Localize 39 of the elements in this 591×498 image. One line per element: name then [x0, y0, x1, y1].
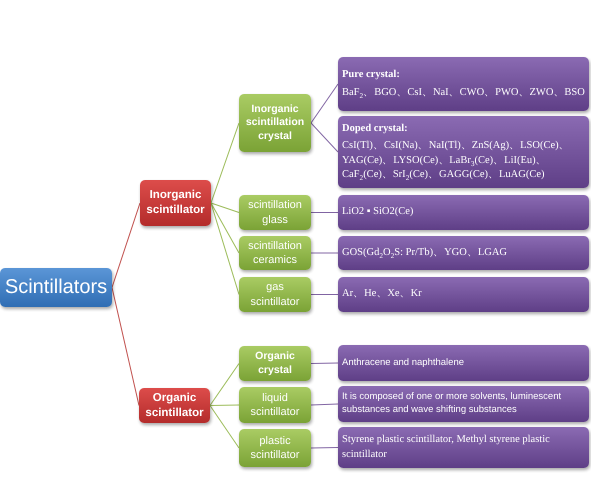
box-heading: Pure crystal: — [342, 68, 400, 82]
subcategory-box: gas scintillator — [239, 277, 311, 312]
connector-line — [210, 202, 240, 213]
connector-line — [210, 202, 240, 295]
connector-line — [112, 202, 140, 288]
description-box: GOS(Gd$_{2}$O$_{2}$S: Pr/Tb)、YGO、LGAG — [338, 236, 589, 270]
connector-line — [112, 287, 140, 406]
subcategory-box: scintillation ceramics — [239, 236, 311, 270]
connector-line — [210, 405, 240, 448]
subcategory-box: Organic crystal — [239, 346, 311, 381]
category-box: Organic scintillator — [139, 388, 210, 423]
subcategory-box: Inorganic scintillation crystal — [239, 94, 311, 152]
box-heading: Doped crystal: — [342, 122, 408, 136]
description-box: Styrene plastic scintillator, Methyl styrene plastic scintillator — [338, 427, 589, 468]
description-box: LiO2 ▪ SiO2(Ce) — [338, 195, 589, 230]
connector-line — [210, 404, 240, 406]
description-text: BaF$_{2}$、BGO、CsI、NaI、CWO、PWO、ZWO、BSO — [342, 86, 585, 100]
subcategory-box: liquid scintillator — [239, 387, 311, 423]
connector-line — [310, 294, 338, 295]
connector-line — [310, 362, 338, 364]
description-box: Ar、He、Xe、Kr — [338, 277, 589, 312]
connector-line — [310, 447, 338, 448]
category-box: Inorganic scintillator — [140, 180, 211, 226]
description-box — [338, 116, 589, 188]
description-text: CsI(Tl)、CsI(Na)、NaI(Tl)、ZnS(Ag)、LSO(Ce)、YAG(Ce)、LYSO(Ce)、LaBr$_{3}$(Ce)、LiI(Eu)、CaF$_{2}$(Ce)、SrI$_{2}$(Ce)、GAGG(Ce)、LuAG(Ce) — [342, 139, 571, 182]
description-box — [338, 57, 589, 111]
subcategory-box: scintillation glass — [239, 195, 311, 230]
connector-line — [310, 122, 338, 152]
connector-line — [310, 404, 338, 406]
connector-line — [210, 122, 240, 204]
description-box: Anthracene and naphthalene — [338, 345, 589, 381]
connector-line — [310, 212, 338, 213]
connector-line — [310, 84, 338, 124]
connector-line — [310, 252, 338, 254]
root-box: Scintillators — [0, 268, 112, 307]
subcategory-box: plastic scintillator — [239, 429, 311, 467]
connector-line — [210, 202, 240, 254]
description-box: It is composed of one or more solvents, luminescent substances and wave shifting substances — [338, 386, 589, 422]
connector-line — [210, 363, 240, 406]
